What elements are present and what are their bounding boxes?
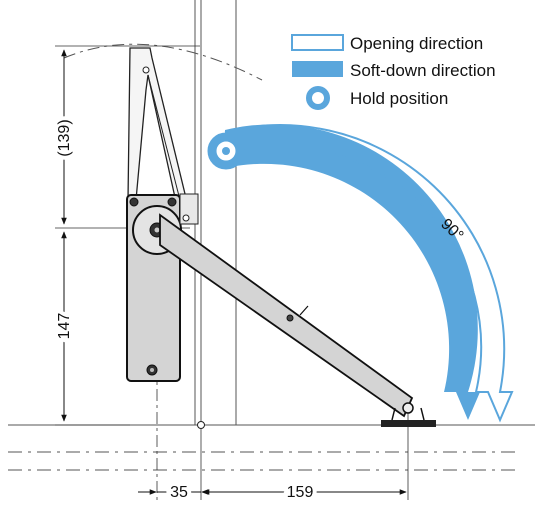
legend-label-hold: Hold position: [350, 89, 448, 108]
cabinet-bottom-panel: [8, 424, 535, 471]
legend: Opening direction Soft-down direction Ho…: [291, 34, 496, 110]
opening-direction-arc: [224, 124, 514, 423]
dimension-reach: 159: [202, 480, 407, 505]
bottom-mounting-plate: [381, 407, 436, 427]
cabinet-side-panel: [194, 0, 237, 425]
legend-label-opening: Opening direction: [350, 34, 483, 53]
hold-position-marker: [207, 132, 245, 170]
mechanism-housing: [126, 194, 182, 382]
dimension-offset-label: 35: [170, 484, 188, 501]
legend-item-soft-down: Soft-down direction: [292, 61, 496, 80]
legend-label-soft-down: Soft-down direction: [350, 61, 496, 80]
legend-item-hold: Hold position: [306, 86, 448, 110]
dimension-lower-height-label: 147: [56, 313, 73, 340]
dimension-top-height-label: (139): [56, 119, 73, 156]
legend-swatch-opening: [291, 34, 344, 51]
dimension-lower-height: 147: [52, 231, 77, 422]
dimension-top-height: (139): [52, 49, 77, 225]
legend-item-opening: Opening direction: [291, 34, 483, 53]
swing-arc: [63, 43, 263, 81]
lowered-arm: [159, 213, 414, 418]
dimension-reach-label: 159: [287, 484, 314, 501]
mounting-bracket: [179, 193, 199, 225]
legend-swatch-soft-down: [292, 61, 343, 77]
panel-pivot: [197, 421, 205, 429]
raised-arm: [127, 47, 187, 203]
legend-hold-icon: [306, 86, 330, 110]
